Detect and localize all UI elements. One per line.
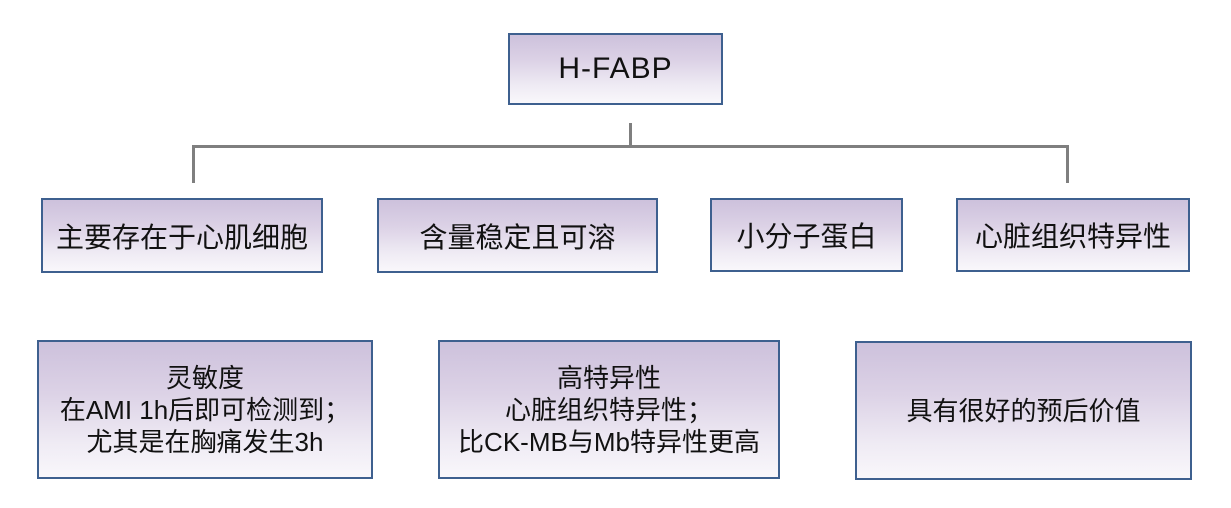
- node-detail-specificity-line3: 比CK-MB与Mb特异性更高: [458, 426, 760, 457]
- node-feature-small-protein: 小分子蛋白: [710, 198, 903, 272]
- node-feature-cardiomyocyte: 主要存在于心肌细胞: [41, 198, 323, 273]
- node-detail-sensitivity-line1: 灵敏度: [165, 362, 244, 393]
- node-detail-specificity-line1: 高特异性: [556, 362, 661, 393]
- node-detail-sensitivity-line2: 在AMI 1h后即可检测到；: [59, 394, 351, 425]
- node-detail-prognostic-value: 具有很好的预后价值: [855, 341, 1192, 480]
- connector-drop-right: [1066, 145, 1069, 183]
- node-detail-prognostic-value-line1: 具有很好的预后价值: [906, 395, 1141, 426]
- connector-stem: [629, 123, 632, 147]
- node-feature-stable-soluble-label: 含量稳定且可溶: [419, 221, 616, 253]
- node-hfabp-label: H-FABP: [558, 52, 673, 85]
- node-feature-stable-soluble: 含量稳定且可溶: [377, 198, 658, 273]
- node-feature-cardiac-specificity-label: 心脏组织特异性: [974, 221, 1171, 252]
- node-detail-specificity: 高特异性 心脏组织特异性； 比CK-MB与Mb特异性更高: [438, 340, 780, 479]
- connector-horizontal: [192, 145, 1069, 148]
- node-detail-sensitivity-line3: 尤其是在胸痛发生3h: [86, 426, 324, 457]
- node-hfabp: H-FABP: [508, 33, 723, 105]
- node-feature-cardiac-specificity: 心脏组织特异性: [956, 198, 1190, 272]
- connector-drop-left: [192, 145, 195, 183]
- node-detail-specificity-line2: 心脏组织特异性；: [504, 394, 713, 425]
- node-detail-sensitivity: 灵敏度 在AMI 1h后即可检测到； 尤其是在胸痛发生3h: [37, 340, 373, 479]
- node-feature-cardiomyocyte-label: 主要存在于心肌细胞: [55, 221, 308, 253]
- node-feature-small-protein-label: 小分子蛋白: [736, 221, 877, 252]
